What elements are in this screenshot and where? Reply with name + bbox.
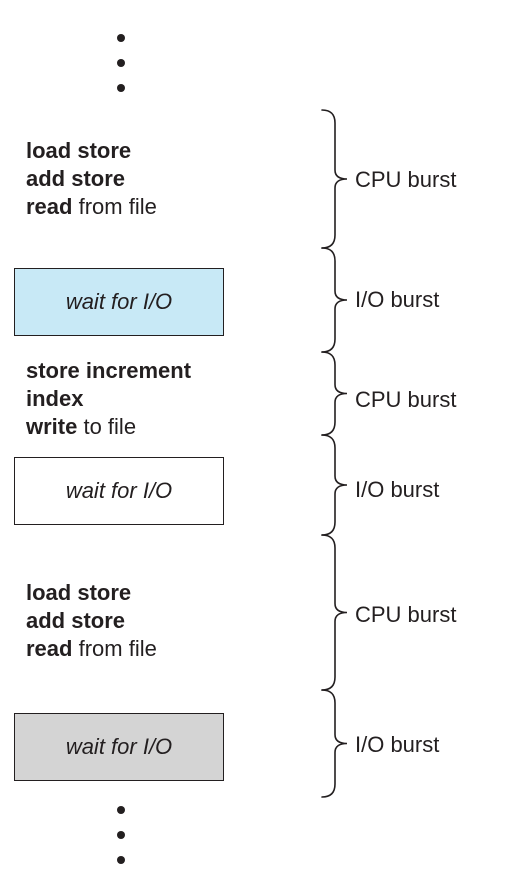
code-line: store increment	[26, 358, 192, 383]
io-wait-label: wait for I/O	[65, 289, 173, 314]
burst-label-io-3: I/O burst	[355, 732, 440, 757]
brace-io-2	[321, 434, 348, 536]
brace-io-1	[321, 247, 348, 353]
ellipsis-dot-top-3	[117, 84, 125, 92]
brace-cpu-2	[321, 351, 348, 436]
ellipsis-dot-top-2	[117, 59, 125, 67]
code-line: load store	[26, 580, 132, 605]
code-line: write to file	[26, 414, 137, 439]
ellipsis-dot-bottom-1	[117, 806, 125, 814]
code-line: add store	[26, 608, 126, 633]
burst-label-cpu-3: CPU burst	[355, 602, 457, 627]
ellipsis-dot-bottom-2	[117, 831, 125, 839]
ellipsis-dot-top-1	[117, 34, 125, 42]
burst-label-cpu-1: CPU burst	[355, 167, 457, 192]
io-wait-box-1: wait for I/O	[14, 268, 224, 336]
brace-cpu-1	[321, 109, 348, 249]
burst-label-cpu-2: CPU burst	[355, 387, 457, 412]
io-wait-label: wait for I/O	[65, 478, 173, 503]
io-wait-box-3: wait for I/O	[14, 713, 224, 781]
ellipsis-dot-bottom-3	[117, 856, 125, 864]
io-wait-label: wait for I/O	[65, 734, 173, 759]
code-line: read from file	[26, 636, 157, 661]
burst-label-io-1: I/O burst	[355, 287, 440, 312]
code-line: add store	[26, 166, 126, 191]
code-line: load store	[26, 138, 132, 163]
io-wait-box-2: wait for I/O	[14, 457, 224, 525]
code-line: index	[26, 386, 84, 411]
burst-label-io-2: I/O burst	[355, 477, 440, 502]
brace-cpu-3	[321, 534, 348, 691]
brace-io-3	[321, 689, 348, 798]
code-line: read from file	[26, 194, 157, 219]
